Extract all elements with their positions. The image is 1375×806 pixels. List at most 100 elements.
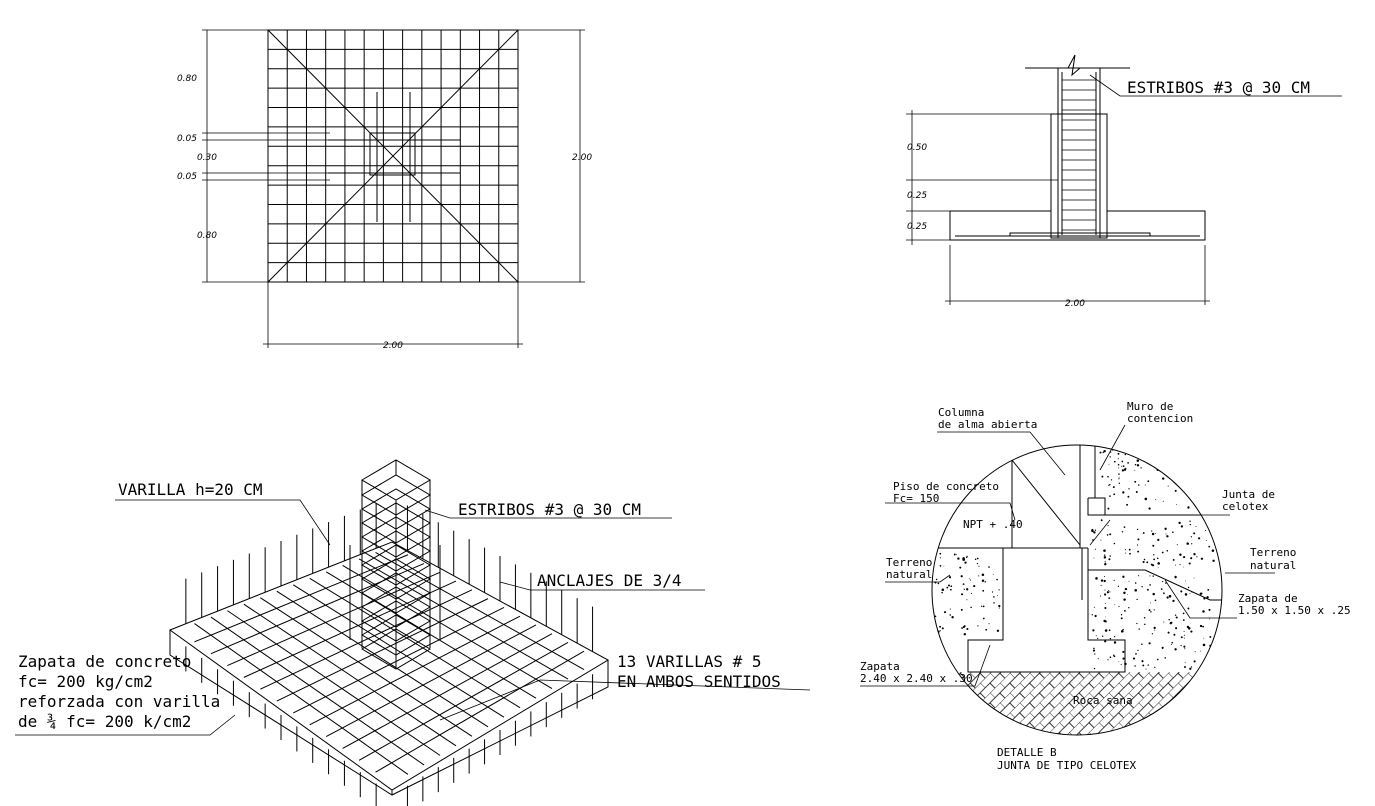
speckle-dot [1191,543,1193,545]
speckle-dot [1208,506,1210,508]
speckle-dot [1148,459,1151,462]
speckle-dot [1154,532,1156,534]
speckle-dot [1100,584,1102,586]
speckle-dot [1148,642,1151,645]
speckle-dot [1172,531,1174,533]
speckle-dot [1145,668,1147,670]
detail-label-footing-l-1: Zapata [860,660,900,673]
speckle-dot [1219,532,1221,534]
speckle-dot [1107,475,1109,478]
plan-dim-right: 2.00 [572,153,592,163]
speckle-dot [1172,558,1175,561]
speckle-dot [1167,471,1169,473]
speckle-dot [1099,451,1102,454]
speckle-dot [1108,463,1110,465]
speckle-dot [1094,653,1096,655]
detail-label-footing-l-2: 2.40 x 2.40 x .30 [860,672,973,685]
speckle-dot [1179,564,1181,566]
detail-leaders [860,424,1275,687]
iso-column-stirrup [361,474,431,516]
speckle-dot [1124,587,1128,591]
speckle-dot [949,608,951,610]
speckle-dot [1205,529,1207,531]
speckle-dot [1189,592,1191,594]
iso-bar [194,554,409,643]
detail-label-rock: Roca sana [1073,694,1133,707]
speckle-dot [1092,629,1095,632]
speckle-dot [1173,633,1176,636]
speckle-dot [963,588,965,590]
speckle-dot [1141,586,1143,588]
speckle-dot [1151,530,1153,532]
speckle-dot [1100,539,1102,541]
speckle-dot [1095,577,1098,580]
speckle-dot [966,588,969,591]
speckle-dot [1215,451,1217,453]
speckle-dot [1190,630,1193,633]
speckle-dot [1221,445,1222,446]
speckle-dot [961,627,964,629]
speckle-dot [1113,655,1116,658]
speckle-dot [1165,448,1167,450]
speckle-dot [1186,625,1190,629]
speckle-dot [1156,557,1159,560]
speckle-dot [1175,564,1177,566]
speckle-dot [1124,549,1126,551]
iso-vertical-bars [185,503,594,806]
speckle-dot [1135,653,1137,655]
speckle-dot [950,585,953,588]
speckle-dot [998,604,1001,608]
speckle-dot [977,625,979,627]
section-stirrups [1062,79,1096,231]
speckle-dot [1118,478,1120,480]
detail-circle [931,444,1223,736]
speckle-dot [1114,635,1116,638]
iso-label-bars-1: 13 VARILLAS # 5 [617,652,762,671]
speckle-dot [1219,541,1222,545]
speckle-dot [1093,667,1096,670]
speckle-dot [1187,467,1190,470]
iso-bar [227,610,441,756]
speckle-dot [1174,463,1177,466]
speckle-dot [988,565,990,567]
speckle-dot [939,552,942,555]
detail-label-joint-1: Junta de [1222,488,1275,501]
speckle-dot [1154,629,1156,631]
speckle-dot [1165,582,1167,584]
speckle-dot [1123,526,1126,528]
iso-note-4: de ¾ fc= 200 k/cm2 [18,712,191,731]
speckle-dot [1184,661,1186,663]
speckle-dot [1136,464,1140,467]
speckle-dot [1184,648,1186,650]
speckle-dot [1103,579,1106,583]
detail-label-joint-2: celotex [1222,500,1269,513]
speckle-dot [1211,527,1213,529]
speckle-dot [1103,556,1107,559]
speckle-dot [980,605,983,607]
speckle-dot [1137,538,1140,541]
speckle-dot [965,556,968,559]
iso-leaders [15,499,811,736]
speckle-dot [1134,582,1137,584]
iso-label-bars-2: EN AMBOS SENTIDOS [617,672,781,691]
speckle-dot [1093,557,1095,559]
speckle-dot [1109,533,1112,536]
speckle-dot [1183,637,1185,639]
speckle-dot [1125,552,1127,554]
speckle-dot [1182,612,1185,615]
speckle-dot [1196,556,1198,558]
speckle-dot [1137,484,1140,486]
speckle-dot [1124,610,1126,612]
iso-note-2: fc= 200 kg/cm2 [18,672,153,691]
section-dim-025b: 0.25 [907,222,927,232]
speckle-dot [970,606,972,609]
speckle-dot [1108,629,1111,632]
speckle-dot [1162,454,1165,457]
speckle-dot [1163,621,1165,623]
speckle-dot [1168,594,1172,598]
speckle-dot [1211,520,1215,523]
speckle-dot [1177,452,1180,455]
speckle-dot [964,561,967,564]
speckle-dot [1183,566,1185,568]
speckle-dot [1093,606,1095,608]
